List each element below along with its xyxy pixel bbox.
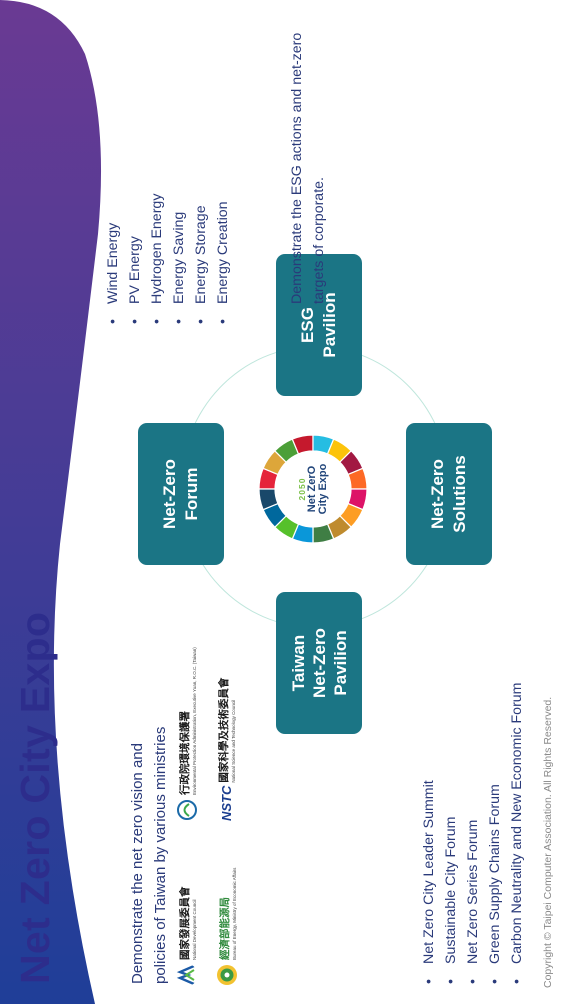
logo-ndc: 國家發展委員會 National Development Council <box>176 887 198 987</box>
logo-ndc-en: National Development Council <box>192 899 197 960</box>
box-line: Net-Zero <box>428 459 447 529</box>
logo-epa: 行政院環境保護署 Environmental Protection Admini… <box>176 647 198 821</box>
moea-emblem-icon <box>217 965 237 985</box>
expo-logo-text: 2050 Net ZerO City Expo <box>257 433 369 545</box>
logo-epa-en: Environmental Protection Administration,… <box>192 647 197 795</box>
ndc-emblem-icon <box>176 964 195 986</box>
list-item: Energy Saving <box>168 194 190 324</box>
expo-logo: 2050 Net ZerO City Expo <box>257 433 369 545</box>
box-line: Forum <box>182 467 201 521</box>
taiwan-pavilion-box: Taiwan Net-Zero Pavilion <box>276 592 362 734</box>
net-zero-forum-box: Net-Zero Forum <box>138 423 224 565</box>
box-line: Pavilion <box>330 630 350 696</box>
logo-nstc-zh: 國家科學及技術委員會 <box>218 677 230 783</box>
logo-nstc-mark: NSTC <box>218 785 234 821</box>
logo-nstc-en: National Science and Technology Council <box>231 699 236 783</box>
list-item: Energy Creation <box>212 194 234 324</box>
forum-list: Net Zero City Leader Summit Sustainable … <box>418 683 528 985</box>
sdg-ring-icon <box>258 434 368 544</box>
list-item: Green Supply Chains Forum <box>484 683 506 985</box>
box-line: Taiwan <box>288 634 308 692</box>
list-item: Sustainable City Forum <box>440 683 462 985</box>
list-item: PV Energy <box>124 194 146 324</box>
logo-moea: 經濟部能源局 Bureau of Energy, Ministry of Eco… <box>216 868 238 986</box>
ring-center <box>276 452 350 526</box>
net-zero-solutions-box: Net-Zero Solutions <box>406 423 492 565</box>
subtitle-line: policies of Taiwan by various ministries <box>152 726 169 984</box>
list-item: Net Zero Series Forum <box>462 683 484 985</box>
logo-epa-zh: 行政院環境保護署 <box>179 711 191 795</box>
logo-moea-zh: 經濟部能源局 <box>219 897 231 960</box>
expo-logo-line2: City Expo <box>317 463 329 515</box>
box-line: Net-Zero <box>160 459 179 529</box>
logo-nstc: NSTC 國家科學及技術委員會 National Science and Tec… <box>216 678 236 821</box>
box-line: Solutions <box>450 455 469 533</box>
copyright: Copyright © Taipei Computer Association.… <box>542 696 554 988</box>
epa-emblem-icon <box>177 800 197 820</box>
ring-segment <box>258 488 279 511</box>
list-item: Energy Storage <box>190 194 212 324</box>
subtitle-line: Demonstrate the net zero vision and <box>129 743 146 984</box>
logo-ndc-zh: 國家發展委員會 <box>179 886 191 961</box>
list-item: Net Zero City Leader Summit <box>418 683 440 985</box>
logo-moea-en: Bureau of Energy, Ministry of Economic A… <box>232 867 237 960</box>
list-item: Wind Energy <box>102 194 124 324</box>
energy-list: Wind Energy PV Energy Hydrogen Energy En… <box>102 194 234 324</box>
subtitle: Demonstrate the net zero vision and poli… <box>126 564 172 984</box>
list-item: Hydrogen Energy <box>146 194 168 324</box>
esg-description: Demonstrate the ESG actions and net-zero… <box>289 32 327 304</box>
list-item: Carbon Neutrality and New Economic Forum <box>506 683 528 985</box>
box-line: Net-Zero <box>309 628 329 698</box>
page-title: Net Zero City Expo <box>12 611 58 984</box>
